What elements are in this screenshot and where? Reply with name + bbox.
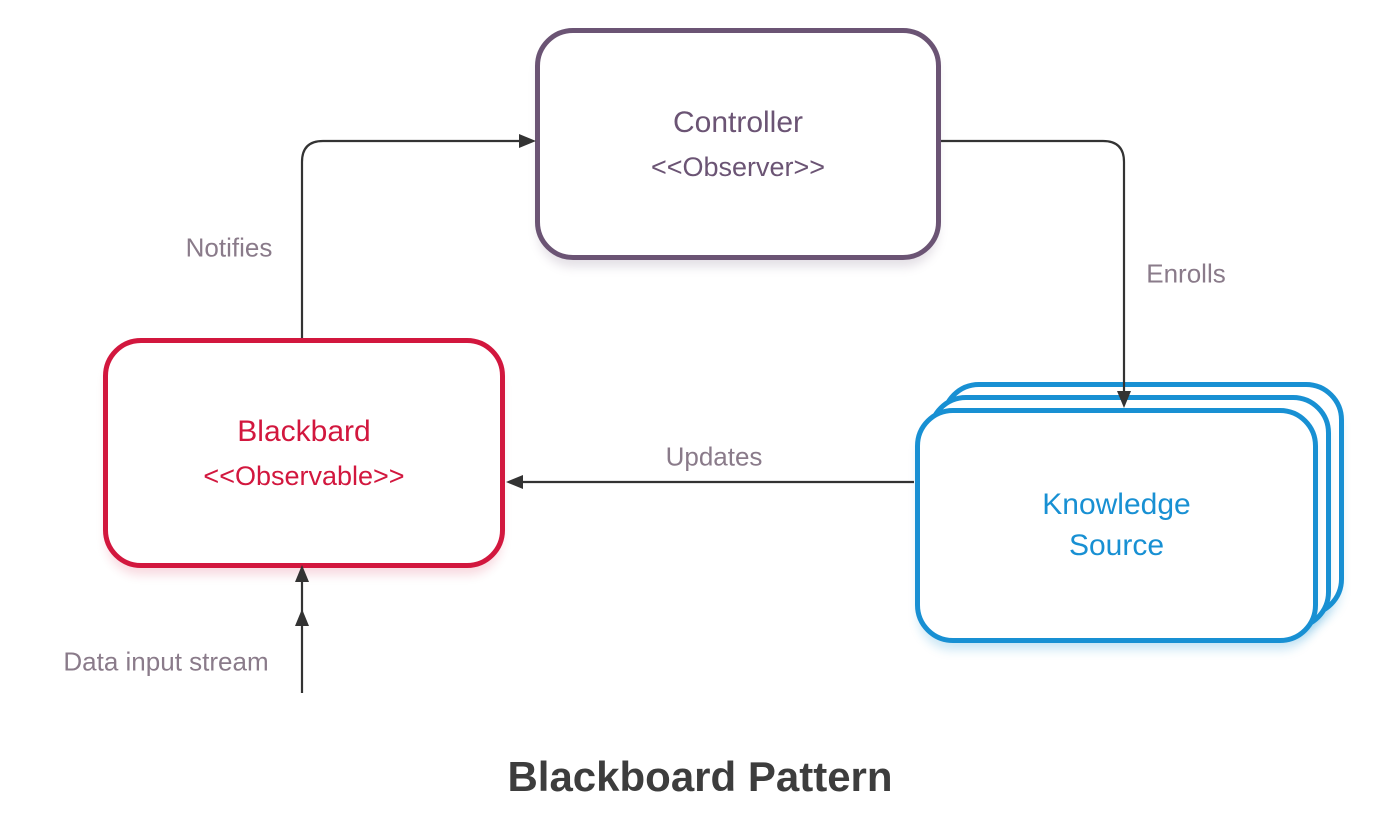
notifies-arrowhead [519,134,536,148]
enrolls-arrow [941,139,1131,408]
blackboard-name: Blackbard [237,414,371,448]
data-input-arrowhead-mid [295,609,309,626]
updates-arrow [506,475,914,489]
data-input-stream-label: Data input stream [63,646,269,677]
blackboard-stereotype: <<Observable>> [203,460,405,491]
controller-stereotype: <<Observer>> [650,151,826,182]
notifies-arrow [300,134,536,338]
updates-arrowhead [506,475,523,489]
notifies-label: Notifies [185,232,273,263]
node-knowledge-source-stack: Knowledge Source [915,382,1344,643]
controller-name: Controller [672,105,804,139]
node-blackboard: Blackbard <<Observable>> [103,338,505,568]
knowledge-source-card-front: Knowledge Source [915,408,1318,643]
knowledge-source-name: Knowledge Source [1042,488,1191,562]
data-input-arrow [295,565,309,693]
node-controller: Controller <<Observer>> [535,28,941,260]
diagram-title: Blackboard Pattern [507,753,893,800]
updates-label: Updates [665,441,763,472]
enrolls-label: Enrolls [1146,258,1226,289]
